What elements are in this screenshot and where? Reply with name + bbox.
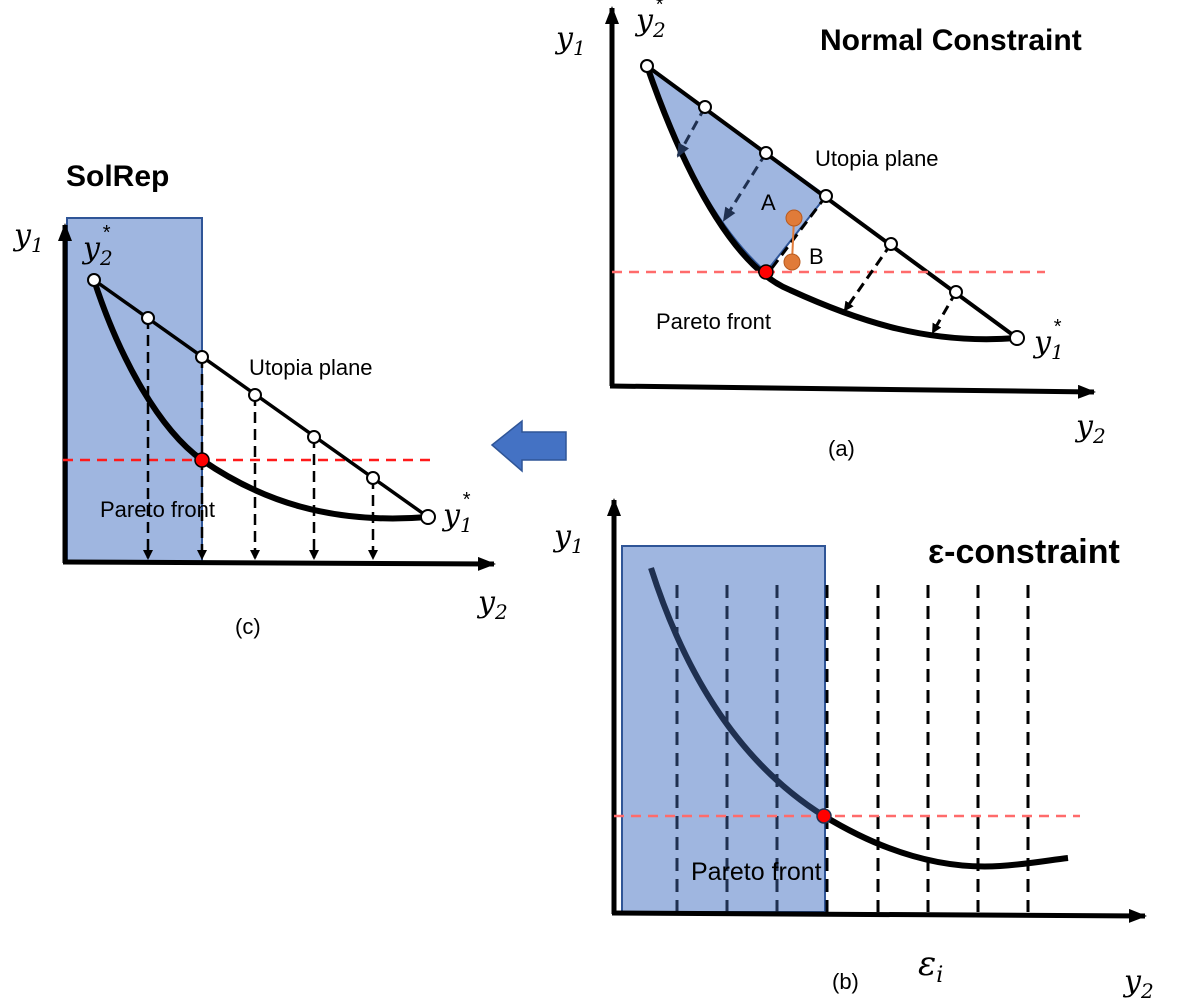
- panel-a-anchor-point: [640, 59, 654, 73]
- panel-c-utopia-point: [141, 311, 155, 325]
- panel-c-utopia-point: [366, 471, 380, 485]
- panel-a-pareto-front: [644, 65, 1018, 343]
- panel-c-anchor-point: [87, 273, 101, 287]
- panel-c-utopia-point: [307, 430, 321, 444]
- panel-c-title: SolRep: [66, 160, 169, 193]
- panel-a-solution-point: [758, 264, 774, 280]
- panel-c-caption: (c): [235, 614, 261, 639]
- panel-a-y2-axis: [609, 383, 1096, 399]
- panel-c-solution-point: [194, 452, 210, 468]
- transition-arrow-left: [490, 419, 567, 473]
- panel-c-y1-axis-label: y1: [12, 218, 44, 257]
- panel-a-anchor-right-label: y1*: [1032, 316, 1064, 364]
- panel-c-anchor-point: [420, 509, 436, 525]
- panel-a-normal-arrow: [931, 291, 958, 334]
- panel-a-point-b-label: B: [809, 244, 824, 269]
- panel-a-normal-arrow: [843, 243, 893, 312]
- panel-c-utopia-point: [248, 388, 262, 402]
- panel-b-pareto-front-outside: [822, 813, 1069, 870]
- panel-b-solution-point: [816, 808, 832, 824]
- panel-a-normal-arrow: [722, 152, 768, 222]
- panel-c-solrep: SolRep Utopia plane Pareto front (c) y1 …: [12, 160, 508, 639]
- panel-b-caption: (b): [832, 969, 859, 994]
- panel-a-normal-arrow: [676, 106, 707, 158]
- panel-a-feasible-region: [644, 63, 828, 274]
- panel-a-point-b-marker: [783, 253, 801, 271]
- panel-a-caption: (a): [828, 436, 855, 461]
- panel-a-title: Normal Constraint: [820, 24, 1082, 57]
- panel-a-point-a-marker: [785, 209, 803, 227]
- panel-a-anchor-top-label: y2*: [634, 0, 666, 42]
- panel-b-pareto-front-inside: [648, 567, 826, 819]
- panel-b-y2-axis: [611, 908, 1147, 923]
- panel-a-utopia-point: [884, 237, 898, 251]
- panel-a-point-a-label: A: [761, 190, 776, 215]
- panel-c-anchor-top-label: y2*: [81, 222, 113, 270]
- panel-c-utopia-label: Utopia plane: [249, 355, 373, 380]
- panel-a-utopia-point: [819, 189, 833, 203]
- panel-b-y2-axis-label: y2: [1122, 964, 1154, 1003]
- panel-a-pareto-label: Pareto front: [656, 309, 771, 334]
- panel-a-normal-constraint: Normal Constraint Utopia plane Pareto fr…: [554, 0, 1106, 461]
- panel-a-utopia-point: [698, 100, 712, 114]
- panel-a-utopia-point: [759, 146, 773, 160]
- panel-a-anchor-point: [1009, 330, 1025, 346]
- panel-b-epsilon-constraint: ε-constraint Pareto front (b) εi y1 y2: [552, 498, 1154, 1003]
- panel-a-utopia-label: Utopia plane: [815, 146, 939, 171]
- panel-a-utopia-point: [949, 285, 963, 299]
- panel-a-y2-axis-label: y2: [1074, 409, 1106, 448]
- panel-b-y1-axis-label: y1: [552, 519, 584, 558]
- panel-c-y2-axis-label: y2: [476, 585, 508, 624]
- panel-c-utopia-point: [195, 350, 209, 364]
- panel-b-feasible-region: [621, 545, 826, 913]
- panel-c-y2-axis: [62, 556, 496, 571]
- panel-a-y1-axis-label: y1: [554, 21, 586, 60]
- panel-b-pareto-label: Pareto front: [691, 858, 822, 886]
- panel-b-epsilon-label: εi: [918, 944, 943, 988]
- panel-b-title: ε-constraint: [928, 533, 1120, 571]
- panel-c-anchor-right-label: y1*: [441, 489, 473, 537]
- panel-c-pareto-label: Pareto front: [100, 497, 215, 522]
